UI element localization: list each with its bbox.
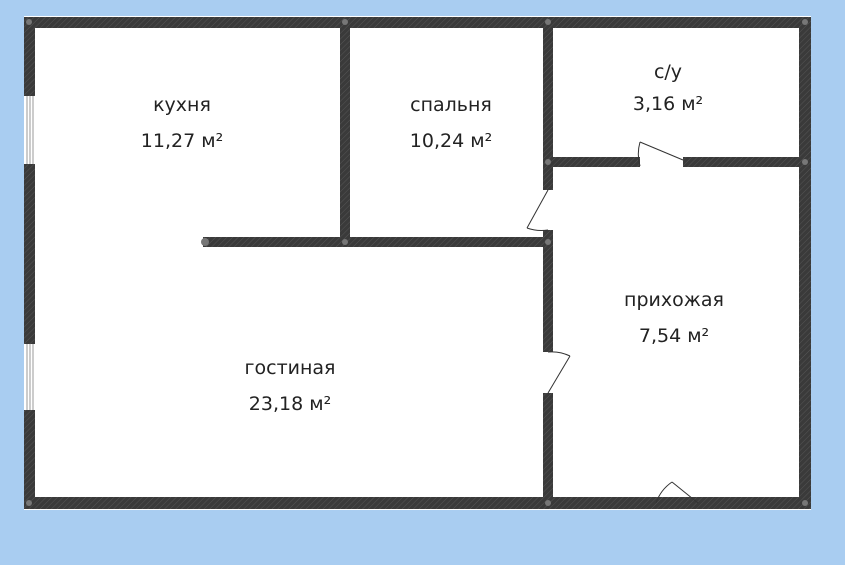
room-label-bathroom: с/у 3,16 м² [633, 60, 703, 116]
wall-bathroom-right [683, 157, 805, 167]
door-bathroom [637, 141, 684, 167]
wall-living-hallway-lower [543, 393, 553, 503]
room-name: с/у [653, 61, 683, 83]
room-name: кухня [153, 94, 211, 116]
wall-right [799, 17, 811, 509]
room-area: 10,24 м² [409, 130, 493, 152]
door-entrance [655, 481, 699, 504]
room-label-kitchen: кухня 11,27 м² [141, 93, 223, 153]
door-living [547, 351, 571, 394]
inner-walls [203, 22, 805, 503]
window-living [24, 344, 35, 410]
room-label-hallway: прихожая 7,54 м² [624, 288, 724, 348]
room-label-living: гостиная 23,18 м² [245, 356, 336, 416]
wall-living-hallway-upper [543, 230, 553, 352]
door-bedroom [526, 189, 549, 232]
wall-kitchen-living [203, 237, 550, 247]
window-kitchen [24, 96, 35, 164]
room-name: гостиная [244, 357, 336, 379]
wall-joints [26, 19, 808, 506]
wall-bathroom-left [543, 157, 640, 167]
wall-bedroom-bathroom [543, 22, 553, 190]
room-area: 3,16 м² [632, 93, 704, 115]
wall-kitchen-bedroom [340, 22, 350, 247]
room-area: 7,54 м² [638, 325, 710, 347]
floor-area [24, 16, 811, 510]
room-area: 11,27 м² [140, 130, 224, 152]
outer-walls [24, 17, 811, 509]
room-area: 23,18 м² [248, 393, 332, 415]
wall-left [24, 17, 35, 509]
room-name: спальня [410, 94, 492, 116]
wall-bottom [24, 497, 811, 509]
room-name: прихожая [624, 289, 724, 311]
wall-top [24, 17, 811, 28]
room-label-bedroom: спальня 10,24 м² [410, 93, 492, 153]
